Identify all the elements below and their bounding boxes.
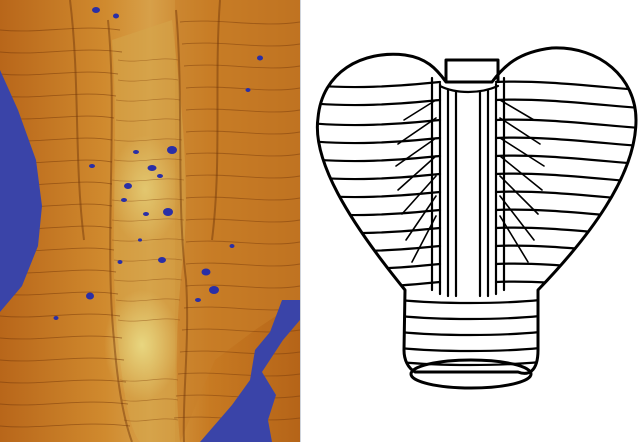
central-column	[432, 78, 504, 296]
schematic-diagram	[301, 0, 639, 442]
radiating-fibers	[396, 100, 544, 262]
micrograph-image	[0, 0, 300, 442]
top-cap	[446, 60, 498, 82]
horizontal-bands	[301, 82, 639, 365]
histology-micrograph	[0, 0, 300, 442]
body-outline	[317, 48, 636, 373]
diagram-drawing	[301, 0, 639, 442]
